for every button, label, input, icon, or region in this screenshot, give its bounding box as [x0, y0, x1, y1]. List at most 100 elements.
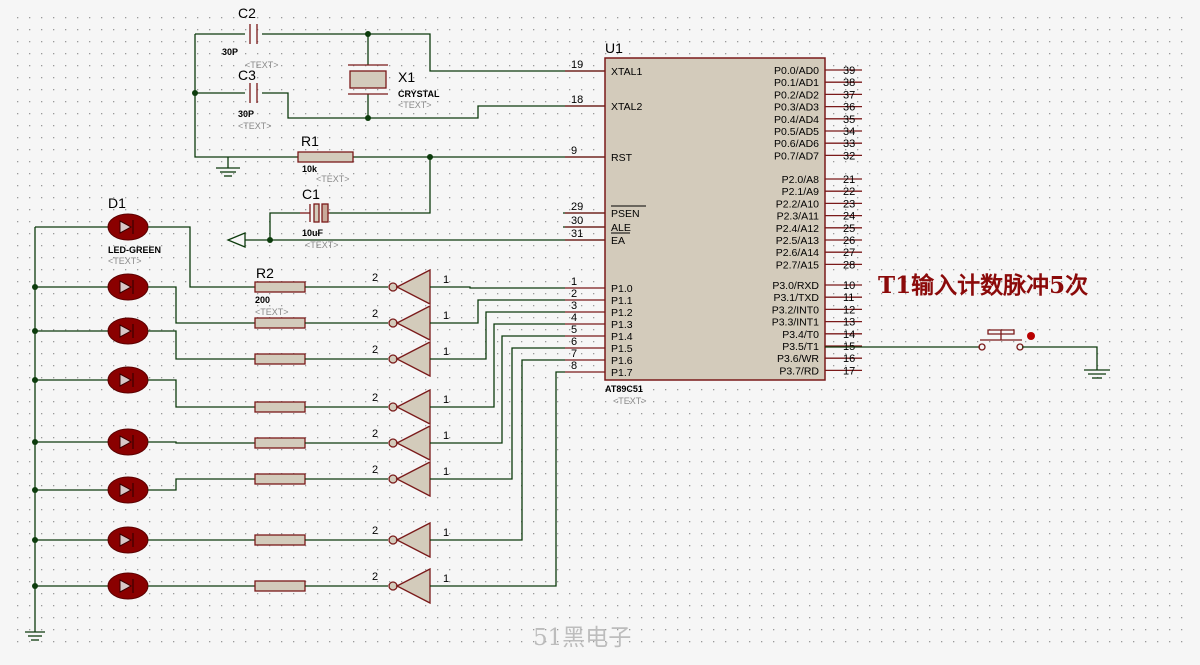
r2-ref-label: R2 — [256, 265, 274, 281]
pin-name: P0.1/AD1 — [774, 77, 819, 89]
resistor[interactable] — [254, 401, 306, 413]
pin-p1-3[interactable]: 4P1.3 — [565, 312, 633, 331]
pin-number: 1 — [571, 276, 577, 288]
chip-u1[interactable]: U1 AT89C51 <TEXT> 19XTAL118XTAL29RST29PS… — [565, 40, 862, 406]
led-icon[interactable] — [107, 273, 149, 301]
pin-number: 7 — [571, 348, 577, 360]
led-icon[interactable] — [107, 317, 149, 345]
capacitor-c1[interactable]: C1 10uF <TEXT> — [300, 186, 339, 250]
resistor[interactable] — [254, 281, 306, 293]
led-icon[interactable] — [107, 572, 149, 600]
pin-p1-2[interactable]: 3P1.2 — [565, 300, 633, 319]
pin-p1-4[interactable]: 5P1.4 — [565, 324, 633, 343]
pin-number: 37 — [843, 89, 855, 101]
resistor[interactable] — [254, 317, 306, 329]
led-icon[interactable] — [107, 428, 149, 456]
pin-name: P0.4/AD4 — [774, 114, 819, 126]
pin-name: P1.6 — [611, 355, 633, 367]
pin-name: P0.0/AD0 — [774, 65, 819, 77]
ground-symbol — [1084, 369, 1110, 379]
buffer-pin-in: 2 — [372, 428, 378, 440]
resistor-r1[interactable]: R1 10k <TEXT> — [297, 133, 354, 184]
pin-name: P0.7/AD7 — [774, 150, 819, 162]
pin-name: ALE — [611, 222, 631, 234]
pin-number: 3 — [571, 300, 577, 312]
led-icon[interactable] — [107, 476, 149, 504]
pushbutton-t1[interactable] — [825, 329, 1110, 379]
buffer-pin-in: 2 — [372, 571, 378, 583]
pin-name: P0.3/AD3 — [774, 102, 819, 114]
led-icon[interactable] — [107, 526, 149, 554]
resistor[interactable] — [254, 473, 306, 485]
junction-dot — [267, 237, 273, 243]
pin-p1-0[interactable]: 1P1.0 — [565, 276, 633, 295]
resistor[interactable] — [254, 437, 306, 449]
capacitor-c3[interactable]: C3 30P <TEXT> — [238, 67, 272, 131]
pin-number: 18 — [571, 94, 583, 106]
pin-name: P3.7/RD — [779, 365, 819, 377]
pin-name: P3.5/T1 — [782, 341, 819, 353]
pin-p1-1[interactable]: 2P1.1 — [565, 288, 633, 307]
resistor[interactable] — [254, 580, 306, 592]
resistor[interactable] — [254, 534, 306, 546]
pin-number: 8 — [571, 360, 577, 372]
crystal-x1[interactable]: X1 CRYSTAL <TEXT> — [348, 64, 440, 110]
pin-p1-5[interactable]: 6P1.5 — [565, 336, 633, 355]
power-terminal-icon — [226, 232, 246, 248]
pin-name: P2.2/A10 — [776, 198, 819, 210]
pin-number: 19 — [571, 59, 583, 71]
pin-name: P2.1/A9 — [782, 186, 820, 198]
pin-p1-6[interactable]: 7P1.6 — [565, 348, 633, 367]
clock-reset-section: C2 30P <TEXT> C3 30P <TEXT> X1 CRYSTAL <… — [192, 5, 605, 250]
resistor[interactable] — [254, 353, 306, 365]
pin-p1-7[interactable]: 8P1.7 — [565, 360, 633, 379]
pin-name: P2.3/A11 — [777, 211, 820, 223]
pin-number: 34 — [843, 126, 855, 138]
button-indicator-icon — [1027, 332, 1035, 340]
led-icon[interactable] — [107, 213, 149, 241]
capacitor-c2[interactable]: C2 30P <TEXT> — [222, 5, 279, 70]
buffer-pin-out: 1 — [443, 346, 449, 358]
buffer-pin-out: 1 — [443, 394, 449, 406]
d1-text-placeholder: <TEXT> — [108, 256, 142, 266]
pin-number: 6 — [571, 336, 577, 348]
c2-value-label: 30P — [222, 47, 238, 57]
led-icon[interactable] — [107, 366, 149, 394]
pin-name: P1.3 — [611, 319, 633, 331]
